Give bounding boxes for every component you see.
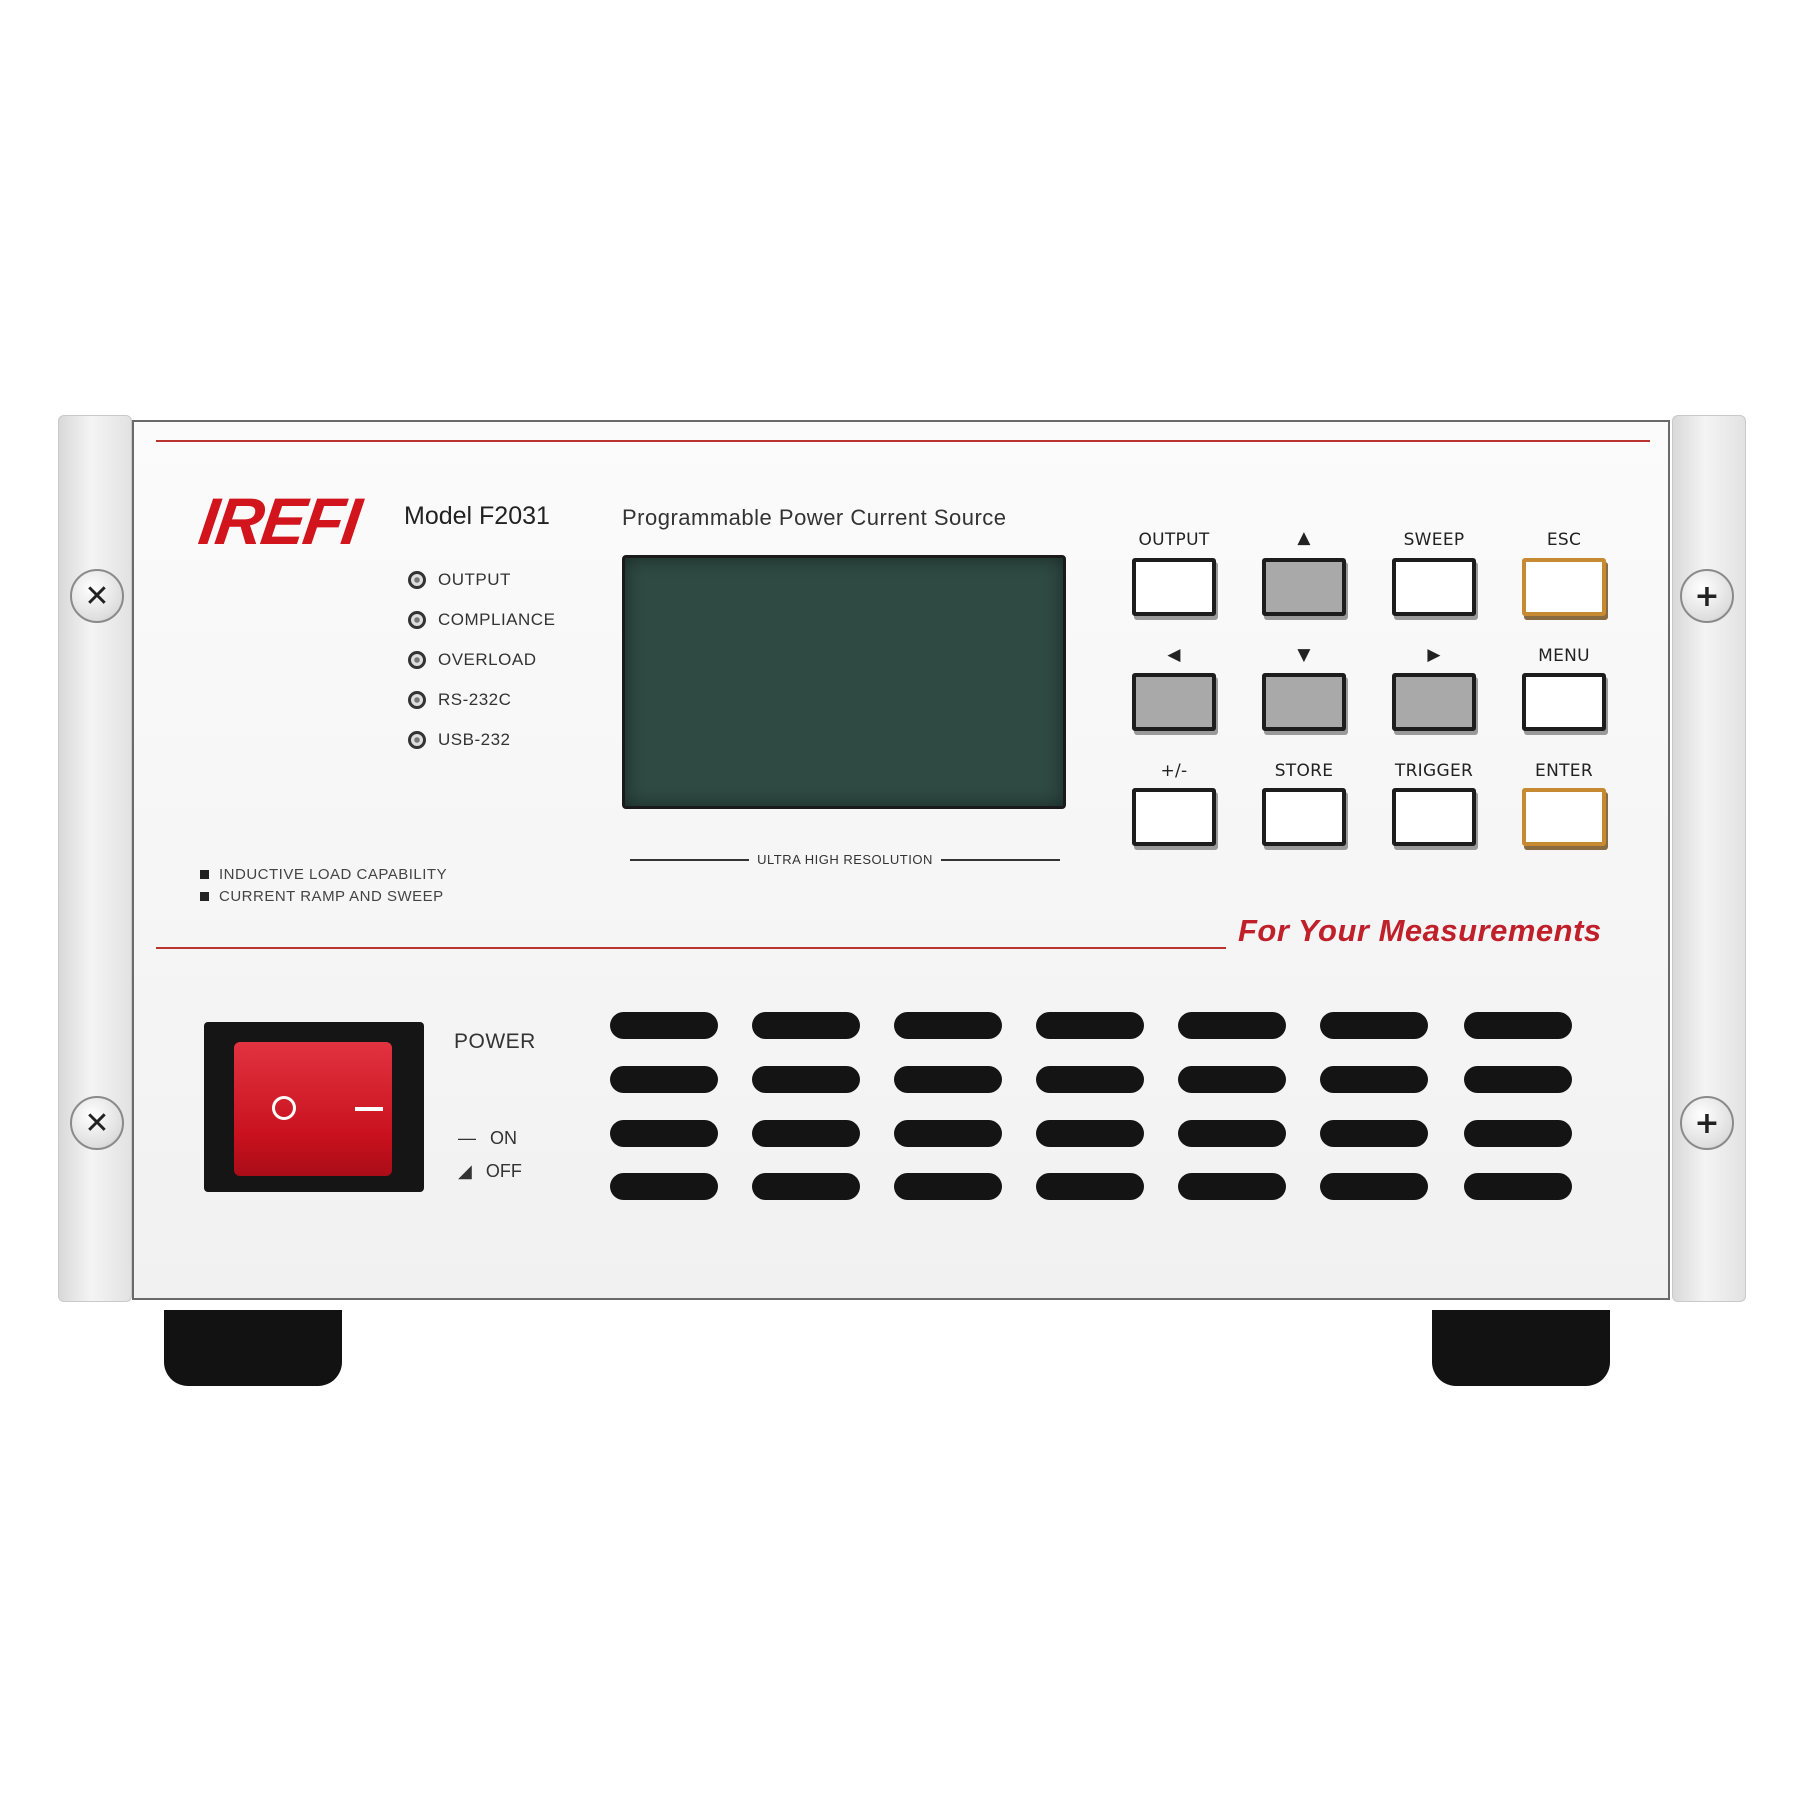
key-label: TRIGGER [1394,761,1474,781]
vent-slot [1464,1012,1572,1039]
wedge-icon: ◢ [458,1161,472,1181]
up-button[interactable] [1262,558,1346,616]
vent-slot [1178,1120,1286,1147]
vent-slot [610,1012,718,1039]
vent-slot [1178,1173,1286,1200]
display-caption-text: ULTRA HIGH RESOLUTION [757,852,933,867]
power-state-on: — ON [458,1128,517,1149]
screw-icon: + [1680,1096,1734,1150]
vent-slot [752,1012,860,1039]
left-button[interactable] [1132,673,1216,731]
bottom-red-line [156,947,1226,949]
power-state-off: ◢ OFF [458,1161,522,1182]
vent-slot [1464,1173,1572,1200]
up-arrow-icon: ▲ [1297,528,1311,548]
vent-slot [1320,1173,1428,1200]
vent-slot [1464,1066,1572,1093]
indicator-rs232c: RS-232C [408,688,511,712]
power-label: POWER [454,1030,536,1053]
plus-minus-button[interactable] [1132,788,1216,846]
vent-slot [1036,1173,1144,1200]
sweep-button[interactable] [1392,558,1476,616]
product-title: Programmable Power Current Source [622,505,1007,530]
down-button[interactable] [1262,673,1346,731]
indicator-compliance: COMPLIANCE [408,608,555,632]
output-button[interactable] [1132,558,1216,616]
feature-label: INDUCTIVE LOAD CAPABILITY [219,866,448,883]
vent-slot [752,1173,860,1200]
right-rack-ear [1672,415,1746,1302]
screw-icon: ✕ [70,569,124,623]
vent-slot [894,1173,1002,1200]
key-label: +/- [1160,761,1188,781]
right-foot [1432,1310,1610,1386]
left-foot [164,1310,342,1386]
screw-icon: + [1680,569,1734,623]
esc-button[interactable] [1522,558,1606,616]
bullet-icon [200,870,209,879]
vent-slot [1464,1120,1572,1147]
vent-slot [894,1066,1002,1093]
menu-button[interactable] [1522,673,1606,731]
key-label: OUTPUT [1138,530,1210,550]
indicator-label: USB-232 [438,730,511,749]
vent-slot [1320,1012,1428,1039]
vent-slot [752,1066,860,1093]
screw-icon: ✕ [70,1096,124,1150]
indicator-usb232: USB-232 [408,728,510,752]
bullet-icon [200,892,209,901]
brand-logo: IREFI [194,484,364,558]
enter-button[interactable] [1522,788,1606,846]
lcd-display [622,555,1066,809]
indicator-label: RS-232C [438,690,512,709]
led-icon [408,611,426,629]
vent-slot [610,1173,718,1200]
on-symbol-icon [355,1107,383,1111]
led-icon [408,651,426,669]
top-red-line [156,440,1650,442]
trigger-button[interactable] [1392,788,1476,846]
vent-slot [894,1012,1002,1039]
vent-slot [752,1120,860,1147]
vent-slot [1178,1066,1286,1093]
vent-slot [610,1066,718,1093]
left-arrow-icon: ◀ [1167,645,1181,665]
led-icon [408,571,426,589]
led-icon [408,691,426,709]
feature-label: CURRENT RAMP AND SWEEP [219,888,444,905]
model-number: Model F2031 [404,502,550,530]
power-state-label: ON [490,1128,517,1148]
vent-slot [1320,1066,1428,1093]
vent-slot [1036,1120,1144,1147]
off-symbol-icon [272,1096,296,1120]
vent-slot [1320,1120,1428,1147]
indicator-output: OUTPUT [408,568,511,592]
key-label: ESC [1546,530,1582,550]
indicator-label: OVERLOAD [438,650,537,669]
right-arrow-icon: ▶ [1427,645,1441,665]
left-rack-ear [58,415,132,1302]
indicator-overload: OVERLOAD [408,648,536,672]
key-label: STORE [1274,761,1334,781]
vent-slot [1178,1012,1286,1039]
feature-item: CURRENT RAMP AND SWEEP [200,888,444,905]
right-button[interactable] [1392,673,1476,731]
tagline: For Your Measurements [1238,913,1602,948]
led-icon [408,731,426,749]
vent-slot [610,1120,718,1147]
display-caption: ULTRA HIGH RESOLUTION [630,852,1060,867]
dash-icon: — [458,1128,476,1148]
indicator-label: OUTPUT [438,570,511,589]
feature-item: INDUCTIVE LOAD CAPABILITY [200,866,447,883]
store-button[interactable] [1262,788,1346,846]
vent-slot [1036,1012,1144,1039]
indicator-label: COMPLIANCE [438,610,556,629]
key-label: SWEEP [1403,530,1465,550]
vent-slot [894,1120,1002,1147]
down-arrow-icon: ▼ [1297,645,1311,665]
vent-slot [1036,1066,1144,1093]
key-label: MENU [1538,646,1590,666]
key-label: ENTER [1535,761,1593,781]
power-state-label: OFF [485,1161,522,1181]
